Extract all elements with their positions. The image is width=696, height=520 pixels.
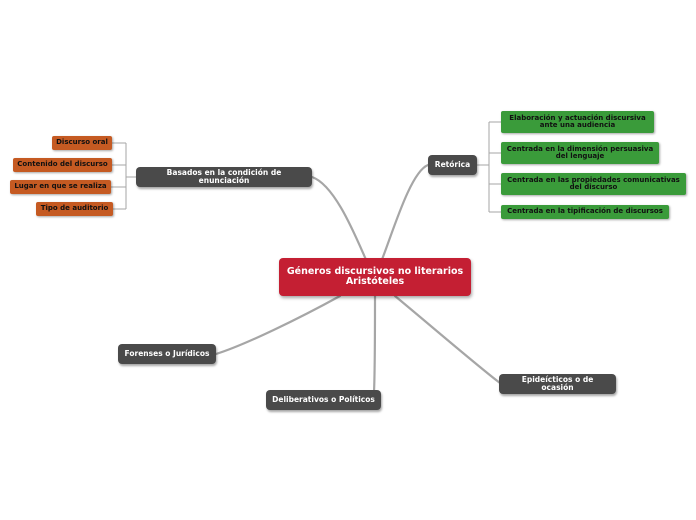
leaf-contenido-discurso[interactable]: Contenido del discurso — [13, 158, 112, 172]
branch-forenses[interactable]: Forenses o Jurídicos — [118, 344, 216, 364]
leaf-label: Centrada en las propiedades comunicativa… — [507, 175, 680, 191]
leaf-tipo-auditorio[interactable]: Tipo de auditorio — [36, 202, 113, 216]
leaf-label: Centrada en la dimensión persuasiva del … — [506, 144, 654, 160]
connector-root-condicion — [310, 175, 369, 264]
leaf-lugar-realiza[interactable]: Lugar en que se realiza — [10, 180, 111, 194]
leaf-elaboracion-actuacion[interactable]: Elaboración y actuación discursiva ante … — [501, 111, 654, 133]
leaf-label: Elaboración y actuación discursiva ante … — [509, 113, 646, 129]
branch-label: Epideícticos o de ocasión — [521, 375, 594, 392]
branch-epideicticos[interactable]: Epideícticos o de ocasión — [499, 374, 616, 394]
branch-label: Deliberativos o Políticos — [272, 395, 375, 405]
leaf-label: Contenido del discurso — [17, 160, 108, 169]
connector-root-deliberativos — [372, 294, 377, 394]
branch-deliberativos[interactable]: Deliberativos o Políticos — [266, 390, 381, 410]
connector-root-epideicticos — [393, 294, 502, 385]
connector-root-forenses — [214, 294, 342, 356]
connector-retorica-children — [477, 121, 501, 213]
leaf-label: Tipo de auditorio — [40, 204, 109, 213]
root-title-line2: Aristóteles — [345, 276, 405, 287]
leaf-propiedades-comunicativas[interactable]: Centrada en las propiedades comunicativa… — [501, 173, 686, 195]
leaf-tipificacion-discursos[interactable]: Centrada en la tipificación de discursos — [501, 205, 669, 219]
leaf-label: Lugar en que se realiza — [14, 182, 107, 191]
leaf-label: Discurso oral — [56, 138, 108, 147]
root-node[interactable]: Géneros discursivos no literarios Aristó… — [279, 258, 471, 296]
connector-root-retorica — [379, 163, 430, 264]
leaf-dimension-persuasiva[interactable]: Centrada en la dimensión persuasiva del … — [501, 142, 659, 164]
branch-label: Basados en la condición de enunciación — [166, 168, 282, 185]
root-title-line1: Géneros discursivos no literarios — [286, 266, 464, 278]
leaf-discurso-oral[interactable]: Discurso oral — [52, 136, 112, 150]
branch-label: Forenses o Jurídicos — [124, 349, 210, 359]
branch-label: Retórica — [434, 160, 471, 170]
branch-condicion-enunciacion[interactable]: Basados en la condición de enunciación — [136, 167, 312, 187]
leaf-label: Centrada en la tipificación de discursos — [507, 207, 663, 216]
connector-condicion-children — [111, 142, 136, 210]
branch-retorica[interactable]: Retórica — [428, 155, 477, 175]
